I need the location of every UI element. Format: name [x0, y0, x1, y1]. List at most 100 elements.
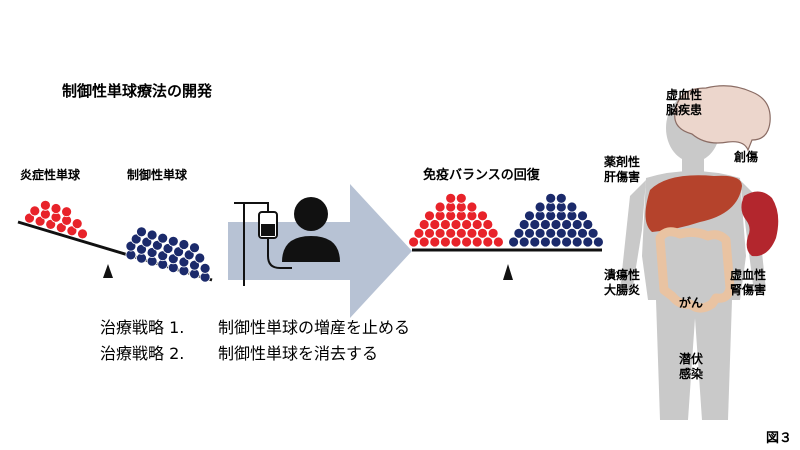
brain-icon — [674, 85, 771, 152]
cell-dot — [545, 227, 557, 239]
cell-dot — [424, 227, 435, 239]
inflammatory-monocytes-label: 炎症性単球 — [20, 168, 81, 182]
cell-dot — [571, 236, 583, 248]
diagram-title: 制御性単球療法の開発 — [62, 82, 213, 100]
cell-dot — [540, 236, 551, 248]
organ-label-colon: 潰瘍性 大腸炎 — [604, 268, 640, 298]
cell-dot — [130, 233, 142, 245]
patient-head-icon — [294, 197, 328, 231]
figure-label: 図３ — [765, 431, 792, 446]
organ-label-liver: 薬剤性 肝傷害 — [604, 155, 640, 185]
cell-dot — [571, 219, 583, 230]
organ-label-kidney: 虚血性 腎傷害 — [730, 268, 766, 298]
cell-dot — [582, 219, 594, 230]
cell-dot — [418, 236, 430, 248]
cell-dot — [529, 219, 541, 230]
cell-dot — [157, 232, 169, 244]
cell-dot — [146, 247, 158, 258]
organ-label-brain-line2: 脳疾患 — [666, 103, 703, 117]
cell-dot — [455, 192, 467, 204]
organ-label-brain: 虚血性 脳疾患 — [666, 88, 702, 118]
cell-dot — [577, 210, 588, 222]
cell-dot — [439, 236, 451, 248]
regulatory-cell-pile-right — [508, 192, 604, 248]
immune-balance-label: 免疫バランスの回復 — [423, 168, 540, 183]
cell-dot — [566, 201, 578, 213]
organ-label-kidney-line2: 腎傷害 — [730, 283, 767, 297]
cell-dot — [455, 227, 467, 239]
cell-dot — [492, 236, 504, 248]
cell-dot — [466, 201, 478, 213]
cell-dot — [55, 222, 67, 234]
cell-dot — [434, 227, 446, 239]
cell-dot — [429, 236, 441, 248]
cell-dot — [550, 219, 562, 230]
inflammatory-cell-pile-right — [408, 192, 504, 248]
cell-dot — [566, 227, 578, 239]
cell-dot — [587, 227, 599, 239]
cell-dot — [183, 249, 195, 261]
cell-dot — [461, 219, 473, 230]
cell-dot — [450, 236, 462, 248]
cell-dot — [471, 219, 483, 230]
organ-label-kidney-line1: 虚血性 — [730, 268, 767, 282]
cell-dot — [413, 227, 425, 239]
iv-drip-icon — [234, 202, 292, 286]
cell-dot — [71, 218, 83, 230]
patient-body-icon — [282, 236, 340, 262]
cell-dot — [555, 192, 567, 204]
cell-dot — [146, 229, 158, 241]
cell-dot — [524, 227, 535, 239]
cell-dot — [189, 259, 200, 271]
cell-dot — [482, 236, 494, 248]
cell-dot — [429, 219, 441, 230]
strategy-1-key: 治療戦略 1. — [100, 318, 185, 337]
cell-dot — [199, 262, 211, 274]
organ-label-cancer: がん — [679, 296, 704, 310]
cell-dot — [466, 227, 478, 239]
cell-dot — [555, 227, 567, 239]
organ-label-colon-line1: 潰瘍性 — [604, 268, 641, 282]
inflammatory-cell-pile-left — [24, 199, 88, 240]
cell-dot — [445, 192, 457, 204]
organ-label-infection: 潜伏 感染 — [679, 352, 703, 382]
cell-dot — [487, 227, 499, 239]
cell-dot — [508, 236, 519, 248]
left-balance-fulcrum — [103, 264, 113, 278]
cell-dot — [61, 206, 72, 218]
strategy-2: 治療戦略 2.制御性単球を消去する — [100, 340, 378, 364]
organ-label-brain-line1: 虚血性 — [666, 88, 703, 102]
regulatory-cell-pile-left — [125, 226, 211, 283]
organ-label-liver-line1: 薬剤性 — [604, 155, 641, 169]
cell-dot — [524, 210, 535, 222]
liver-icon — [645, 175, 742, 232]
cell-dot — [477, 210, 488, 222]
cell-dot — [173, 246, 185, 258]
cell-dot — [513, 227, 525, 239]
cell-dot — [450, 219, 462, 230]
cell-dot — [534, 227, 546, 239]
cell-dot — [136, 226, 147, 238]
cell-dot — [461, 236, 473, 248]
cell-dot — [482, 219, 494, 230]
organ-label-wound: 創傷 — [734, 150, 759, 164]
cell-dot — [534, 201, 546, 213]
cell-dot — [167, 235, 179, 247]
cell-dot — [529, 236, 541, 248]
cell-dot — [66, 225, 78, 237]
cell-dot — [550, 236, 562, 248]
cell-dot — [29, 205, 41, 217]
colon-icon — [655, 227, 735, 313]
cell-dot — [424, 210, 435, 222]
cell-dot — [189, 242, 200, 254]
cell-dot — [518, 236, 530, 248]
cell-dot — [439, 219, 451, 230]
cell-dot — [471, 236, 483, 248]
cell-dot — [545, 192, 557, 204]
strategy-2-key: 治療戦略 2. — [100, 344, 185, 363]
cell-dot — [178, 239, 190, 250]
organ-label-infection-line2: 感染 — [679, 367, 704, 381]
cell-dot — [577, 227, 588, 239]
cell-dot — [136, 243, 147, 255]
